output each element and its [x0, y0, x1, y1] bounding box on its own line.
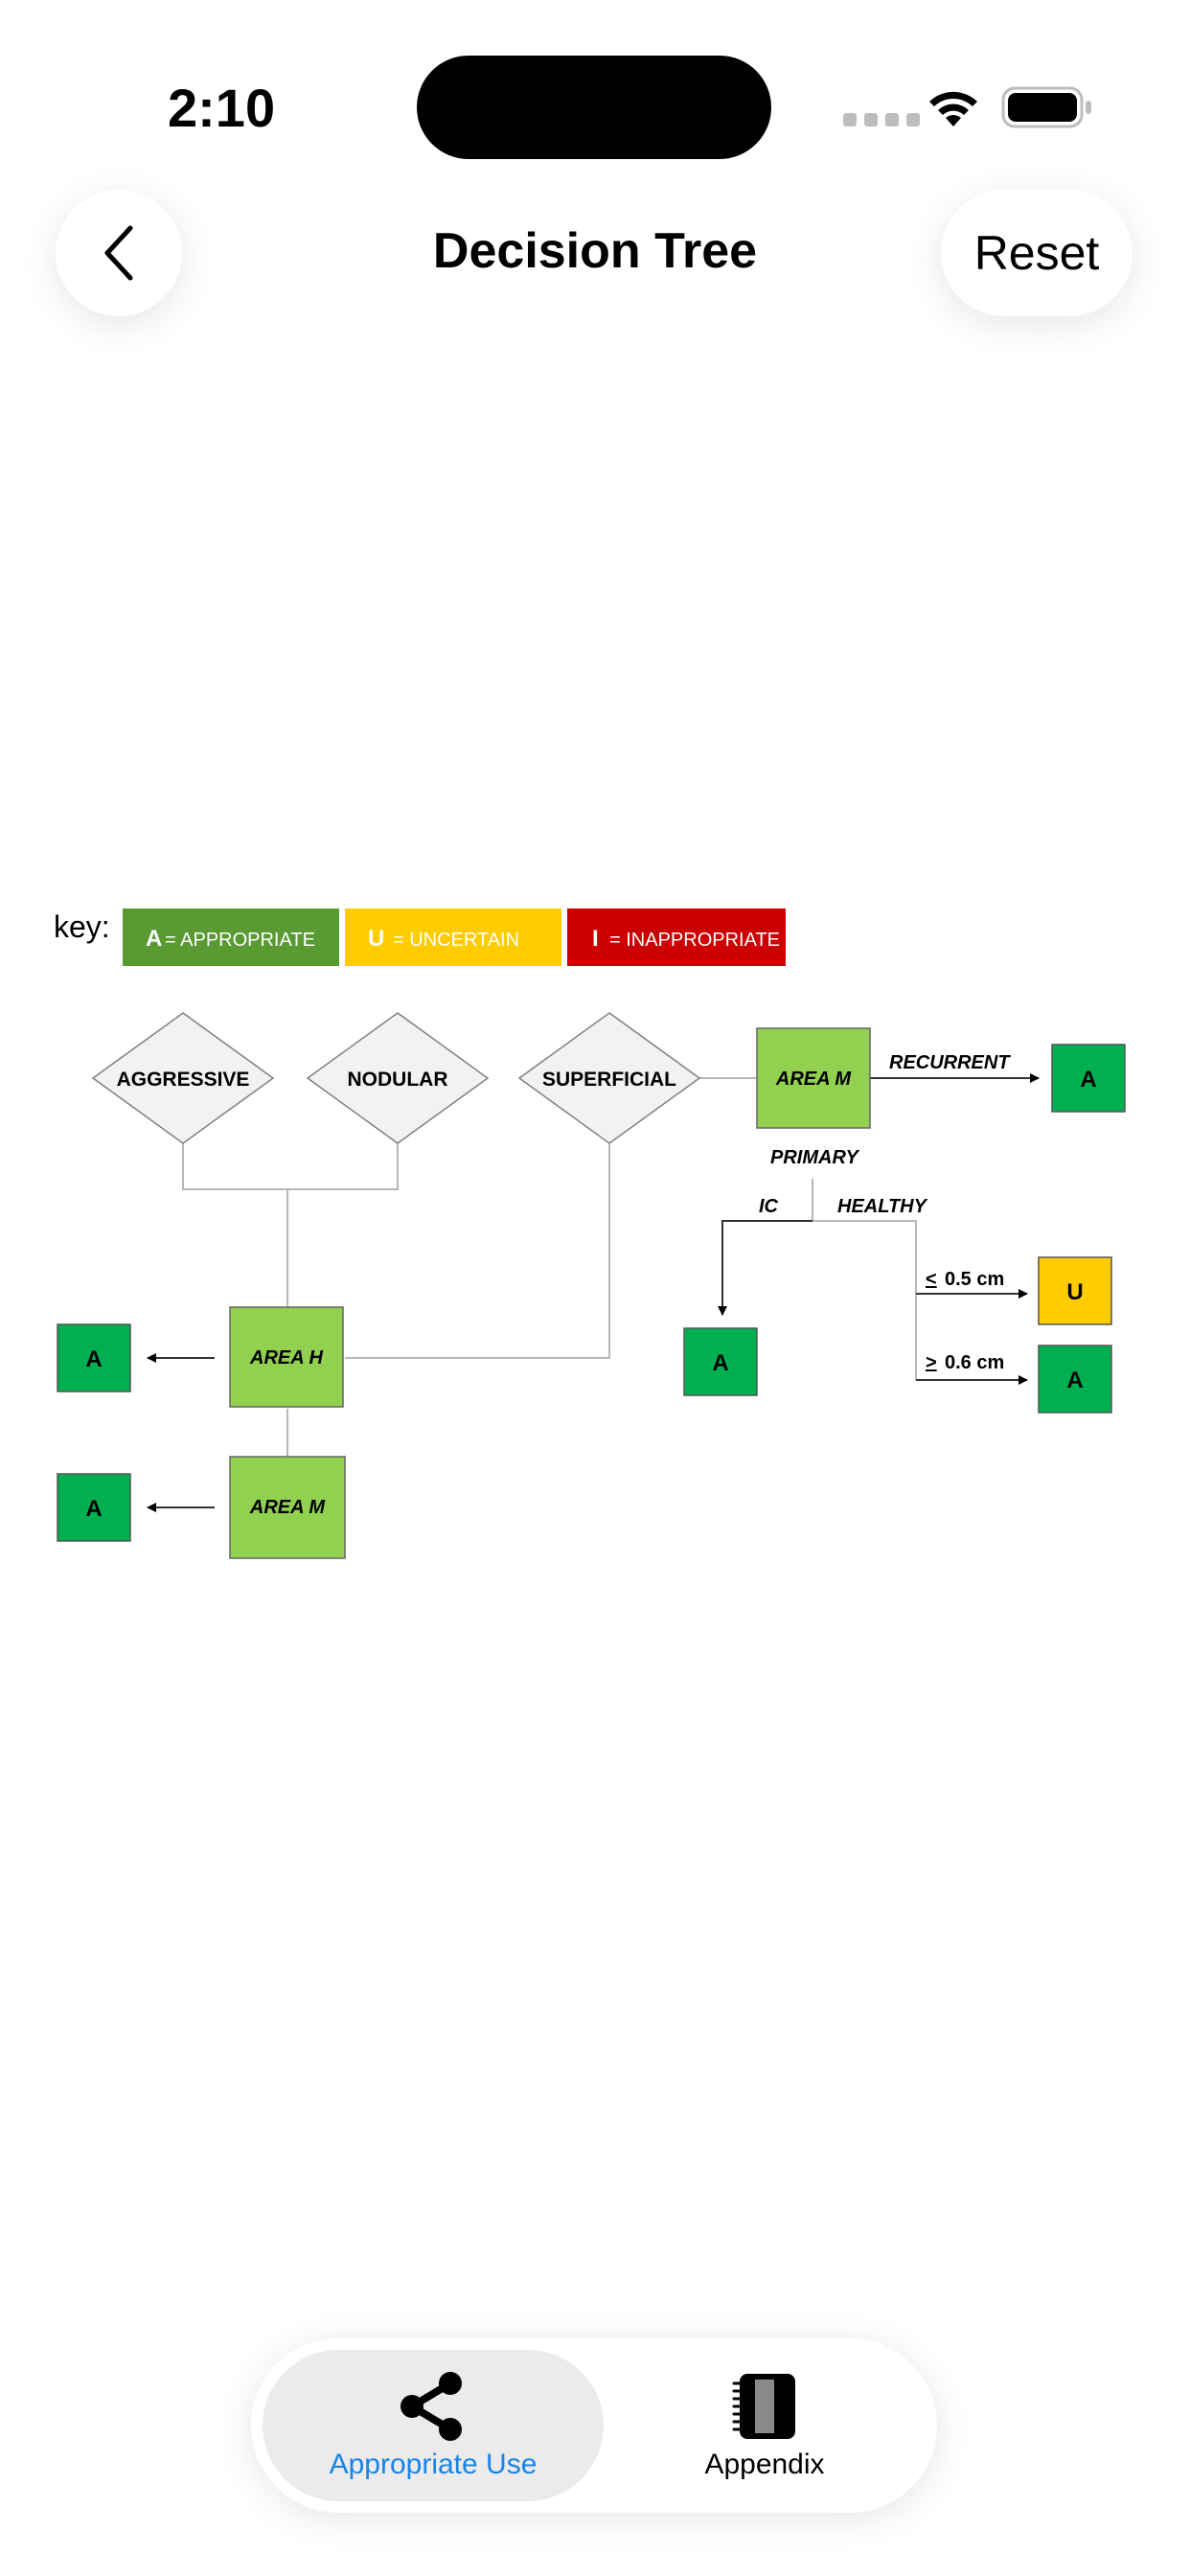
- area-h-box: [229, 1306, 344, 1408]
- legend-uncertain-letter: U: [368, 926, 384, 952]
- primary-label: PRIMARY: [770, 1147, 860, 1168]
- result-ic: [683, 1327, 758, 1396]
- ge-06-label: 0.6 cm: [945, 1352, 1004, 1373]
- legend-inappropriate-letter: I: [592, 926, 599, 952]
- notebook-icon: [732, 2374, 795, 2439]
- healthy-label: HEALTHY: [837, 1196, 928, 1217]
- legend-appropriate-text: = APPROPRIATE: [165, 930, 315, 951]
- cellular-signal-icon: [843, 113, 920, 126]
- status-time: 2:10: [168, 78, 276, 138]
- connector-healthy: [812, 1220, 917, 1380]
- area-h-label: AREA H: [249, 1347, 323, 1368]
- result-area-h: [57, 1323, 131, 1392]
- wifi-icon: [929, 91, 977, 126]
- connector-ic: [718, 1220, 812, 1316]
- connector-aggressive-nodular: [182, 1142, 399, 1190]
- tab-appropriate-use-label: Appropriate Use: [329, 2449, 538, 2480]
- dynamic-island: [417, 56, 771, 159]
- result-ge-06-label: A: [1066, 1368, 1083, 1393]
- area-m-top-label: AREA M: [775, 1069, 852, 1090]
- diamond-nodular: [306, 1012, 490, 1144]
- result-ge-06: [1038, 1345, 1112, 1414]
- decision-tree-diagram: key: A = APPROPRIATE U = UNCERTAIN I = I…: [0, 882, 1190, 1572]
- result-area-m-bottom: [57, 1473, 131, 1542]
- result-area-h-label: A: [85, 1346, 102, 1372]
- result-le-05-label: U: [1066, 1279, 1083, 1305]
- diamond-aggressive: [91, 1012, 275, 1144]
- tab-active-indicator: [263, 2350, 604, 2501]
- ge-06-symbol: >: [926, 1352, 937, 1373]
- le-05-label: 0.5 cm: [945, 1269, 1004, 1290]
- diamond-aggressive-label: AGGRESSIVE: [117, 1069, 250, 1091]
- result-area-m-bottom-label: A: [85, 1496, 102, 1522]
- legend-inappropriate-text: = INAPPROPRIATE: [609, 930, 780, 951]
- page-title: Decision Tree: [432, 223, 758, 279]
- tab-bar: Appropriate Use Appendix: [251, 2338, 937, 2513]
- diamond-superficial-label: SUPERFICIAL: [542, 1069, 676, 1091]
- area-m-box-bottom: [229, 1456, 346, 1559]
- legend-uncertain: [345, 908, 561, 966]
- recurrent-label: RECURRENT: [889, 1052, 1011, 1073]
- result-ic-label: A: [712, 1350, 728, 1376]
- key-label: key:: [54, 909, 110, 944]
- connector-superficial-area-h: [345, 1142, 610, 1359]
- diamond-superficial: [517, 1012, 701, 1144]
- tab-appendix-label: Appendix: [704, 2449, 825, 2480]
- back-button[interactable]: [56, 190, 182, 316]
- le-05-symbol: <: [926, 1269, 937, 1290]
- diamond-nodular-label: NODULAR: [348, 1069, 448, 1091]
- reset-button[interactable]: Reset: [941, 190, 1133, 316]
- legend-appropriate-letter: A: [146, 926, 162, 952]
- area-m-bottom-label: AREA M: [249, 1497, 326, 1518]
- ic-label: IC: [759, 1196, 779, 1217]
- tab-appendix[interactable]: Appendix: [604, 2338, 926, 2513]
- battery-icon: [1001, 86, 1091, 128]
- legend-appropriate: [123, 908, 339, 966]
- tab-appropriate-use[interactable]: Appropriate Use: [263, 2338, 604, 2513]
- result-recurrent: [1051, 1044, 1126, 1113]
- result-recurrent-label: A: [1080, 1067, 1096, 1092]
- chevron-left-icon: [104, 225, 133, 281]
- legend-uncertain-text: = UNCERTAIN: [393, 930, 519, 951]
- result-le-05: [1038, 1256, 1112, 1325]
- share-icon: [400, 2372, 462, 2441]
- area-m-box-top: [756, 1027, 871, 1129]
- legend-inappropriate: [567, 908, 786, 966]
